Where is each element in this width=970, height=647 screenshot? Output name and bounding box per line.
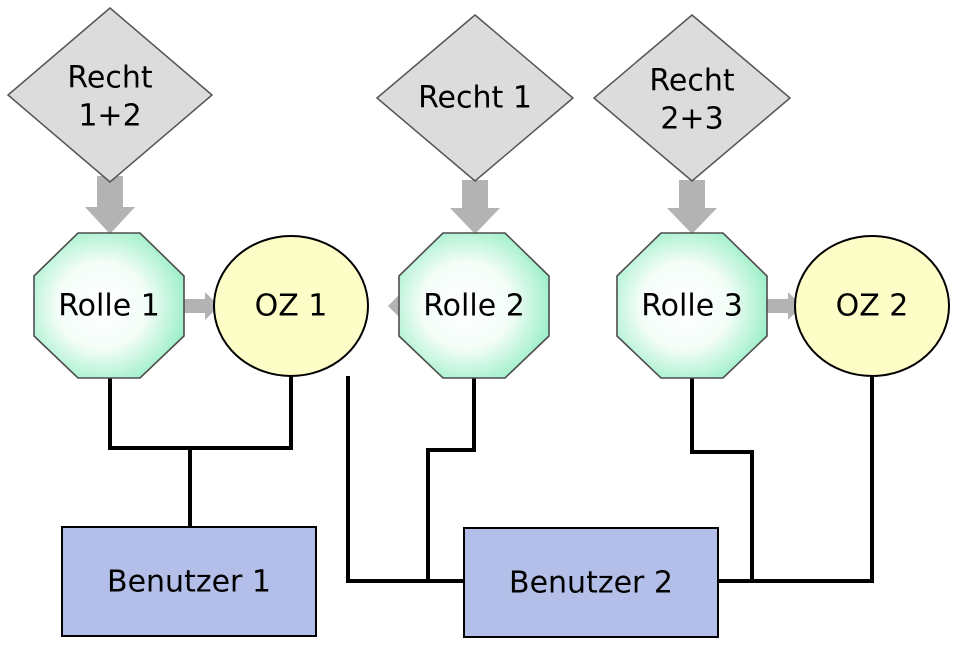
permission-node-recht-2-3[interactable]: Recht 2+3 [592, 14, 792, 182]
org-unit-node-oz-2[interactable]: OZ 2 [794, 235, 950, 377]
permission-node-recht-1[interactable]: Recht 1 [375, 14, 575, 182]
role-node-rolle-2[interactable]: Rolle 2 [398, 232, 550, 379]
octagon-shape [398, 232, 550, 379]
org-unit-label: OZ 1 [255, 289, 328, 324]
role-node-rolle-3[interactable]: Rolle 3 [616, 232, 768, 379]
org-unit-nodes: OZ 1 OZ 2 [213, 235, 950, 377]
diamond-shape [592, 14, 792, 182]
diamond-shape [375, 14, 575, 182]
permission-node-recht-1-2[interactable]: Recht 1+2 [6, 7, 214, 183]
octagon-shape [616, 232, 768, 379]
arrow-rolle3-oz2 [766, 292, 802, 320]
user-node-benutzer-1[interactable]: Benutzer 1 [61, 526, 317, 637]
org-unit-node-oz-1[interactable]: OZ 1 [213, 235, 369, 377]
role-label: Rolle 3 [641, 289, 743, 324]
permission-label-line1: Recht [67, 61, 152, 96]
permission-label-line2: 2+3 [660, 102, 723, 137]
arrow-recht23-rolle3 [667, 180, 717, 234]
user-label: Benutzer 1 [107, 565, 271, 600]
role-label: Rolle 1 [58, 289, 160, 324]
role-nodes: Rolle 1 Rolle 2 Rolle 3 [33, 232, 768, 379]
org-unit-label: OZ 2 [836, 289, 909, 324]
permission-label-line1: Recht [649, 64, 734, 99]
user-label: Benutzer 2 [509, 566, 673, 601]
link-oz1-benutzer1 [190, 376, 293, 450]
link-rolle2-benutzer2 [426, 372, 476, 583]
arrow-recht1-rolle2 [450, 180, 500, 234]
role-node-rolle-1[interactable]: Rolle 1 [33, 232, 185, 379]
permission-arrows [85, 176, 717, 234]
arrow-recht12-rolle1 [85, 176, 135, 234]
circle-shape [794, 235, 950, 377]
link-rolle1-benutzer1 [108, 372, 192, 527]
permission-label-line1: Recht 1 [418, 81, 532, 116]
circle-shape [213, 235, 369, 377]
diamond-shape [6, 7, 214, 183]
octagon-shape [33, 232, 185, 379]
permission-nodes: Recht 1+2 Recht 1 Recht 2+3 [6, 7, 792, 183]
link-oz2-benutzer2 [718, 376, 874, 583]
rect-shape [61, 526, 317, 637]
permission-label-line2: 1+2 [78, 99, 141, 134]
role-label: Rolle 2 [423, 289, 525, 324]
link-oz1-benutzer2 [346, 376, 464, 583]
rect-shape [463, 527, 719, 638]
user-nodes: Benutzer 1 Benutzer 2 [61, 526, 719, 638]
arrow-rolle1-oz1 [183, 292, 219, 320]
membership-links [108, 372, 874, 583]
user-node-benutzer-2[interactable]: Benutzer 2 [463, 527, 719, 638]
